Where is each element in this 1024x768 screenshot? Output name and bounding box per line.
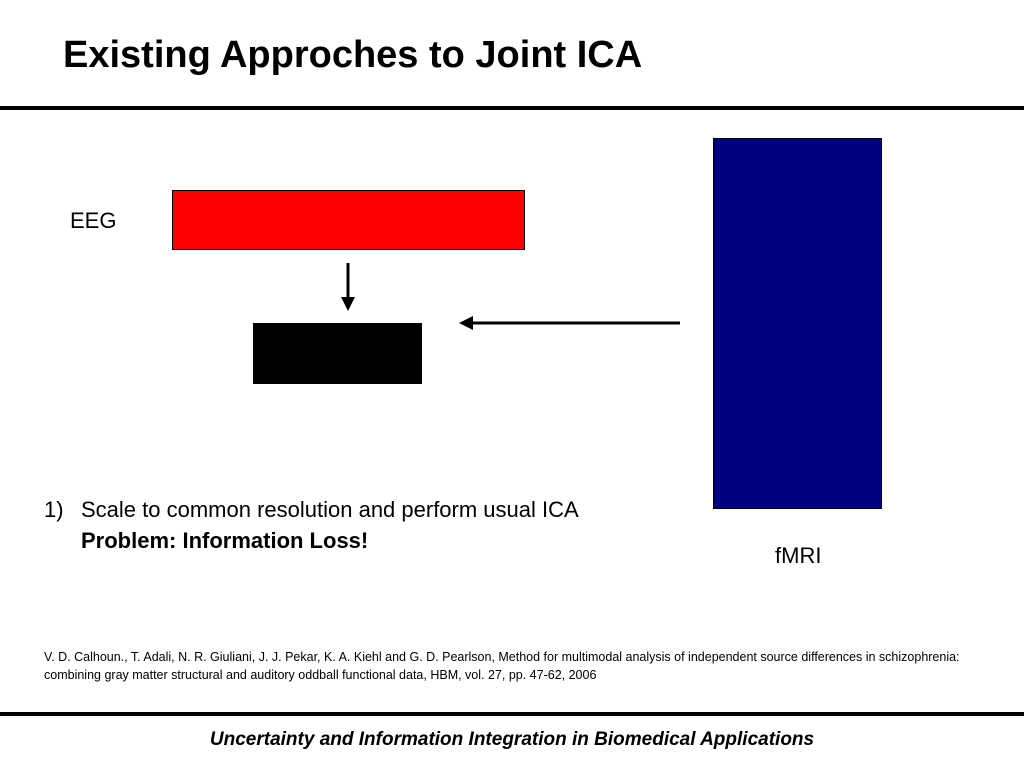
eeg-data-block — [172, 190, 525, 250]
step-1-problem: Problem: Information Loss! — [81, 528, 369, 553]
step-1: 1) Scale to common resolution and perform… — [44, 494, 579, 556]
bottom-divider — [0, 712, 1024, 716]
down-arrow — [341, 263, 355, 311]
slide-title: Existing Approches to Joint ICA — [63, 34, 643, 76]
fmri-data-block — [713, 138, 882, 509]
top-divider — [0, 106, 1024, 110]
slide-footer: Uncertainty and Information Integration … — [209, 729, 815, 750]
citation-reference: V. D. Calhoun., T. Adali, N. R. Giuliani… — [44, 650, 960, 682]
common-resolution-block — [253, 323, 422, 384]
step-1-number: 1) — [44, 497, 64, 522]
fmri-label: fMRI — [775, 543, 822, 568]
step-1-text: Scale to common resolution and perform u… — [81, 497, 579, 522]
step-1-line1: 1) Scale to common resolution and perform… — [44, 494, 579, 525]
left-arrow — [459, 316, 680, 330]
eeg-label: EEG — [70, 208, 117, 233]
